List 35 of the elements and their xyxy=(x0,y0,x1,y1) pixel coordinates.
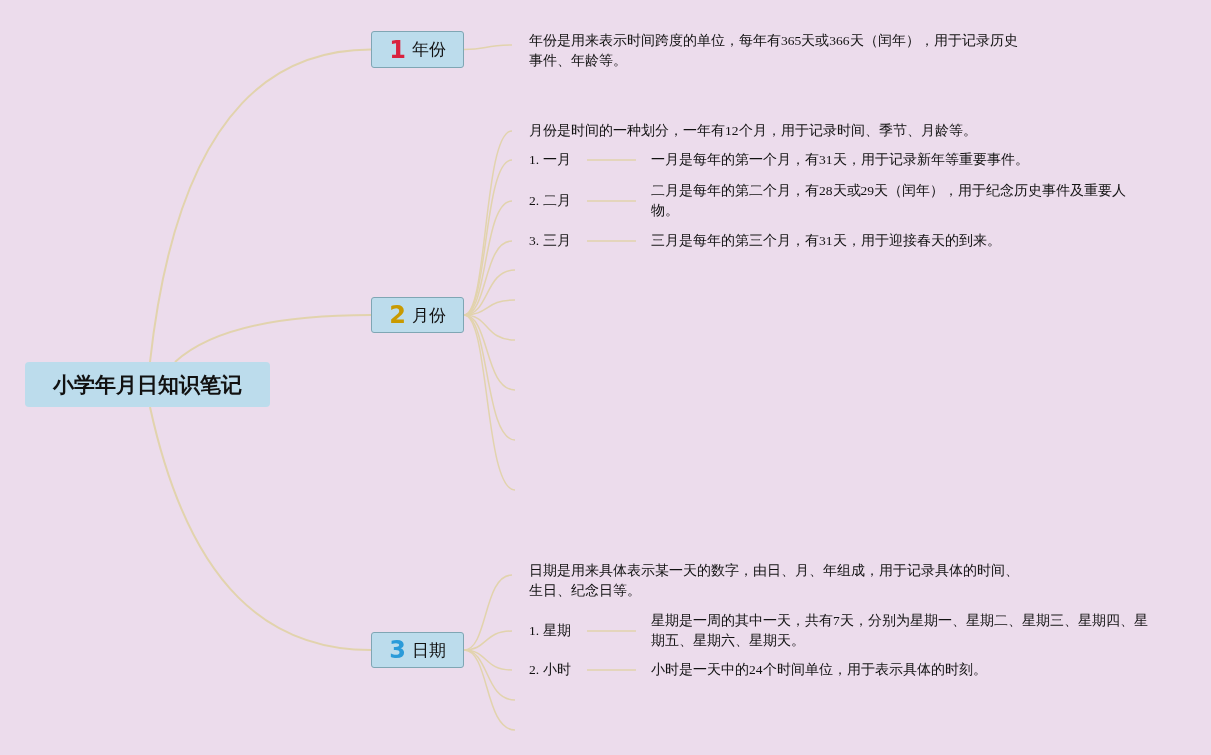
item-label: 2. 二月 xyxy=(529,191,585,211)
item-label: 2. 小时 xyxy=(529,660,585,680)
branch-line xyxy=(586,159,637,161)
item-label: 1. 一月 xyxy=(529,150,585,170)
branch-line xyxy=(463,159,513,316)
description-text: 二月是每年的第二个月，有28天或29天（闰年），用于纪念历史事件及重要人物。 xyxy=(651,181,1133,221)
branch-line xyxy=(586,240,637,242)
branch-line xyxy=(463,314,516,491)
item-label: 3. 三月 xyxy=(529,231,585,251)
branch-line xyxy=(463,649,516,731)
central-topic-box: 小学年月日知识笔记 xyxy=(25,362,270,407)
description-text: 月份是时间的一种划分，一年有12个月，用于记录时间、季节、月龄等。 xyxy=(529,121,1089,141)
branch-line xyxy=(586,630,637,632)
item-label: 1. 星期 xyxy=(529,621,585,641)
topic-label: 月份 xyxy=(411,303,446,327)
description-text: 星期是一周的其中一天，共有7天，分别为星期一、星期二、星期三、星期四、星期五、星期六、星期天。 xyxy=(651,611,1156,651)
branch-line xyxy=(463,44,513,51)
branch-line xyxy=(174,314,372,363)
topic-box xyxy=(371,31,464,68)
branch-line xyxy=(149,406,372,651)
topic-box xyxy=(371,632,464,668)
topic-number: 2 xyxy=(389,303,406,327)
description-text: 三月是每年的第三个月，有31天，用于迎接春天的到来。 xyxy=(651,231,1151,251)
topic-box xyxy=(371,297,464,333)
description-text: 小时是一天中的24个时间单位，用于表示具体的时刻。 xyxy=(651,660,1151,680)
branch-line xyxy=(586,669,637,671)
description-text: 日期是用来具体表示某一天的数字，由日、月、年组成，用于记录具体的时间、生日、纪念日等。 xyxy=(529,561,1019,601)
branch-line xyxy=(149,48,372,363)
branch-line xyxy=(586,200,637,202)
topic-label: 日期 xyxy=(411,638,446,662)
topic-number: 1 xyxy=(389,37,406,62)
description-text: 年份是用来表示时间跨度的单位，每年有365天或366天（闰年），用于记录历史事件、年龄等。 xyxy=(529,31,1024,71)
topic-label: 年份 xyxy=(411,38,446,61)
description-text: 一月是每年的第一个月，有31天，用于记录新年等重要事件。 xyxy=(651,150,1151,170)
topic-number: 3 xyxy=(389,638,406,662)
